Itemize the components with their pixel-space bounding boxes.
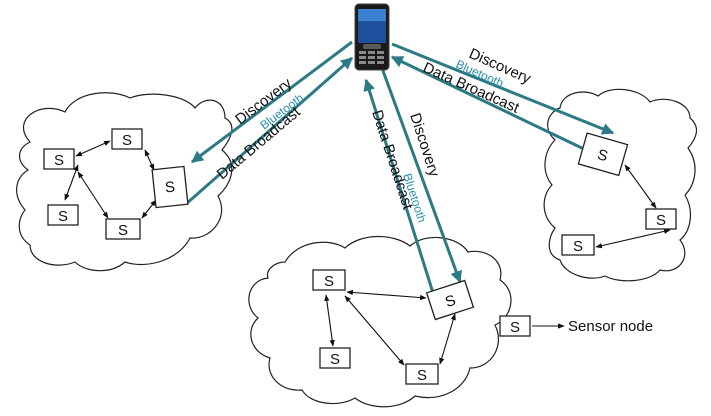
legend: S Sensor node — [499, 315, 653, 337]
broadcast-link-right — [390, 55, 587, 152]
node-label: S — [330, 351, 340, 368]
node-label: S — [656, 212, 666, 229]
node-label: S — [595, 146, 609, 165]
node-label: S — [164, 179, 176, 197]
sensor-node-icon: S — [105, 218, 141, 240]
edge — [346, 289, 427, 301]
cluster-edges — [64, 140, 671, 366]
link-labels: Discovery Bluetooth Data Broadcast Data … — [214, 45, 534, 224]
legend-symbol: S — [510, 319, 520, 336]
sensor-node-icon: S — [47, 204, 79, 226]
edge — [75, 140, 111, 157]
node-label: S — [122, 132, 132, 149]
edge — [144, 149, 155, 171]
broadcast-link-bottom — [363, 78, 436, 297]
node-label: S — [417, 367, 427, 384]
sensor-node-icon: S — [645, 208, 677, 230]
discovery-link-right — [391, 42, 615, 135]
broadcast-link-left — [185, 56, 353, 206]
cluster-cloud-left — [16, 92, 233, 272]
node-label: S — [118, 222, 128, 239]
sensor-nodes: S S S S S S S S — [43, 128, 677, 385]
edge — [324, 294, 335, 347]
legend-node-icon — [499, 315, 531, 337]
discovery-link-left — [191, 40, 353, 164]
phone-links — [185, 40, 615, 297]
edge — [439, 313, 456, 365]
node-label: S — [324, 273, 334, 290]
sensor-node-icon: S — [561, 234, 595, 256]
discovery-link-bottom — [380, 67, 462, 284]
sensor-node-gateway: S — [577, 132, 629, 177]
node-label: S — [443, 292, 458, 311]
edge — [624, 164, 657, 209]
legend-label: Sensor node — [568, 318, 653, 335]
node-label: S — [54, 152, 64, 169]
edge — [64, 164, 79, 201]
sensor-node-icon: S — [405, 363, 439, 385]
cluster-cloud-bottom — [248, 236, 512, 408]
sensor-node-icon: S — [319, 347, 351, 369]
sensor-node-gateway: S — [151, 165, 189, 209]
sensor-node-icon: S — [312, 269, 346, 291]
node-label: S — [58, 208, 68, 225]
sensor-node-gateway: S — [425, 279, 475, 321]
edge — [595, 228, 671, 249]
edge — [77, 171, 109, 219]
mobile-phone-icon — [354, 3, 390, 71]
node-label: S — [573, 238, 583, 255]
edge — [141, 199, 157, 219]
sensor-node-icon: S — [111, 128, 143, 150]
edge — [344, 295, 405, 366]
sensor-node-icon: S — [43, 148, 75, 170]
